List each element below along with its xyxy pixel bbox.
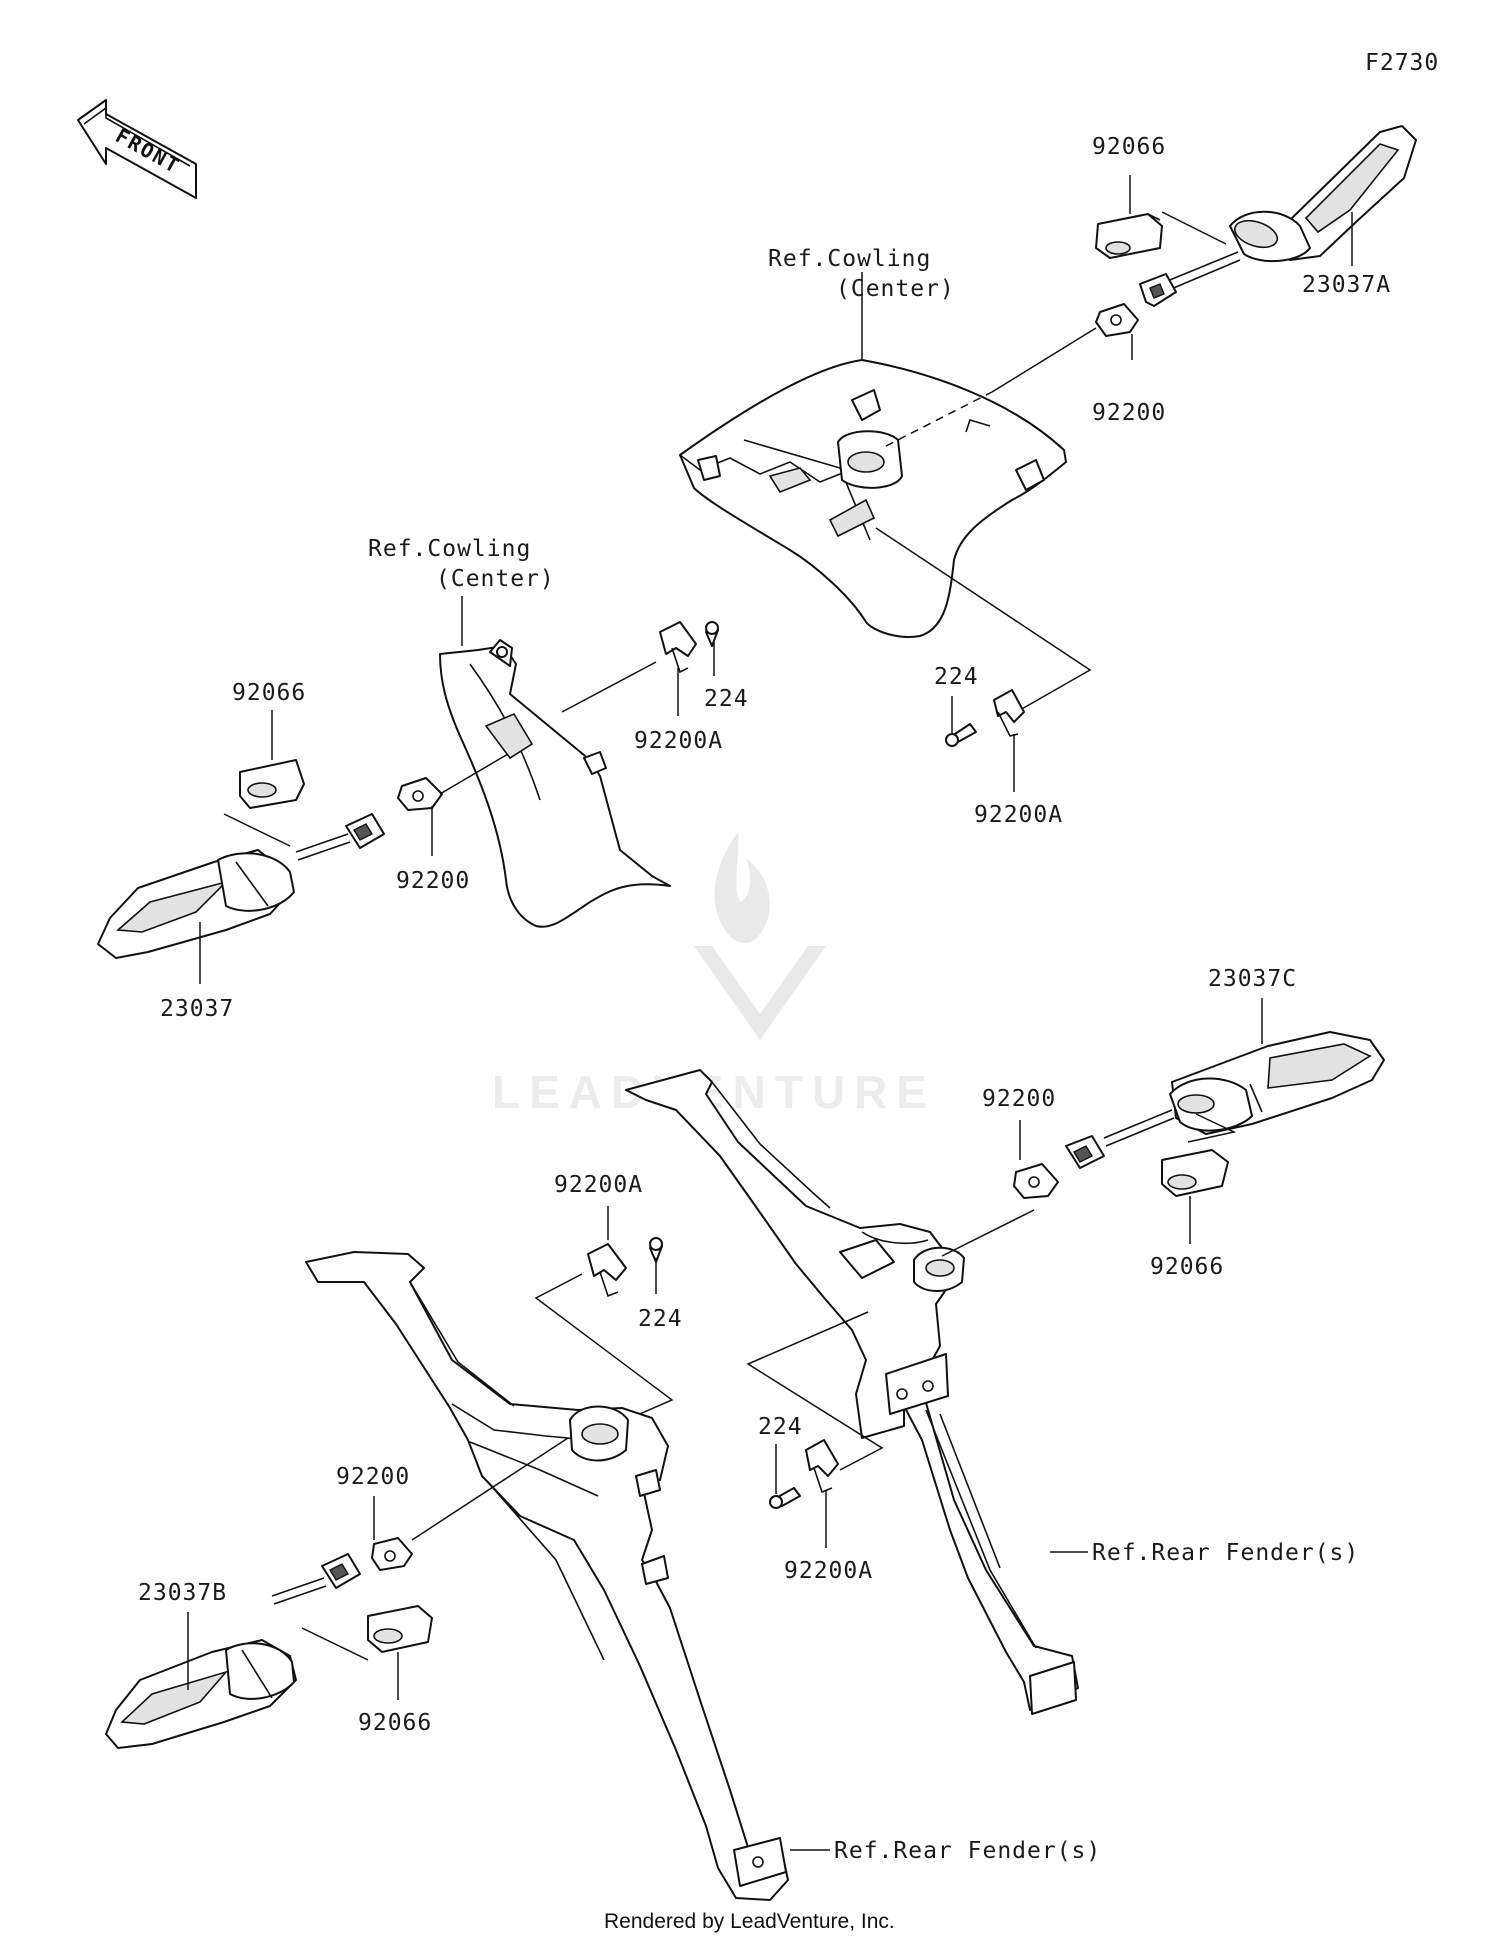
turn-signal-23037B — [105, 1639, 297, 1749]
label-ref-cowling-top-2: (Center) — [836, 276, 955, 302]
label-92066-right: 92066 — [1150, 1254, 1224, 1280]
link-line-92200-top — [991, 327, 1097, 393]
clip-92200A-top — [993, 689, 1025, 737]
footer-credit: Rendered by LeadVenture, Inc. — [604, 1910, 895, 1933]
dashed-line-top — [885, 391, 993, 447]
link-line-clip-left — [561, 661, 657, 713]
link-line-92200-right — [941, 1209, 1035, 1257]
label-92200A-lower: 92200A — [784, 1558, 873, 1584]
label-ref-cowling-left-2: (Center) — [436, 566, 555, 592]
rear-fender-right — [625, 1069, 1079, 1715]
label-224-lower: 224 — [758, 1414, 803, 1440]
label-23037B: 23037B — [138, 1580, 227, 1606]
screw-224-top — [945, 723, 977, 747]
label-23037: 23037 — [160, 996, 234, 1022]
clip-92200A-lower — [805, 1439, 839, 1494]
label-92200-right: 92200 — [982, 1086, 1056, 1112]
turn-signal-23037 — [97, 849, 295, 959]
link-line-92200-bottom — [411, 1437, 569, 1541]
link-line-92066-top — [1161, 211, 1227, 245]
screw-224-mid — [649, 1237, 663, 1263]
label-ref-rear-fender-bottom: Ref.Rear Fender(s) — [834, 1838, 1101, 1864]
screw-224-lower — [769, 1487, 801, 1509]
label-ref-cowling-top-1: Ref.Cowling — [768, 246, 931, 272]
bracket-92066-top — [1095, 213, 1163, 259]
label-224-top: 224 — [934, 664, 979, 690]
label-92200-bottom: 92200 — [336, 1464, 410, 1490]
link-line-92066-right — [1187, 1113, 1237, 1143]
washer-92200-right — [1013, 1163, 1059, 1199]
label-92066-top: 92066 — [1092, 134, 1166, 160]
turn-signal-23037C — [1169, 1031, 1385, 1135]
cowling-center-left — [439, 639, 671, 928]
label-23037C: 23037C — [1208, 966, 1297, 992]
screw-224-left — [705, 621, 719, 647]
label-23037A: 23037A — [1302, 272, 1391, 298]
socket-connector-bottom — [271, 1553, 361, 1605]
label-92200A-left: 92200A — [634, 728, 723, 754]
label-ref-cowling-left-1: Ref.Cowling — [368, 536, 531, 562]
washer-92200-bottom — [371, 1537, 413, 1571]
label-92200-top: 92200 — [1092, 400, 1166, 426]
socket-connector-left — [295, 813, 385, 861]
bracket-92066-left — [239, 759, 305, 809]
clip-92200A-mid — [587, 1243, 627, 1298]
label-92200-left: 92200 — [396, 868, 470, 894]
label-92066-left: 92066 — [232, 680, 306, 706]
label-92066-bottom: 92066 — [358, 1710, 432, 1736]
label-92200A-mid: 92200A — [554, 1172, 643, 1198]
diagram-id: F2730 — [1365, 50, 1439, 76]
link-line-clip-lower — [746, 1311, 884, 1471]
label-224-left: 224 — [704, 686, 749, 712]
socket-connector-right — [1065, 1109, 1175, 1169]
label-ref-rear-fender-right: Ref.Rear Fender(s) — [1092, 1540, 1359, 1566]
label-224-mid: 224 — [638, 1306, 683, 1332]
link-line-92066-left — [223, 813, 291, 847]
link-line-clip-mid — [534, 1273, 674, 1421]
bracket-92066-bottom — [367, 1605, 433, 1653]
link-line-92200-left — [439, 753, 509, 795]
rear-fender-left — [305, 1251, 789, 1901]
front-direction-arrow: FRONT — [77, 99, 197, 199]
cowling-center-top — [679, 359, 1067, 638]
link-line-92066-bottom — [301, 1627, 369, 1661]
turn-signal-23037A — [1159, 125, 1417, 293]
washer-92200-top — [1095, 303, 1139, 337]
washer-92200-left — [397, 777, 443, 811]
clip-92200A-left — [659, 621, 697, 674]
socket-connector-top — [1139, 273, 1177, 307]
label-92200A-top: 92200A — [974, 802, 1063, 828]
link-line-clip-top — [875, 527, 1092, 711]
bracket-92066-right — [1161, 1149, 1229, 1197]
